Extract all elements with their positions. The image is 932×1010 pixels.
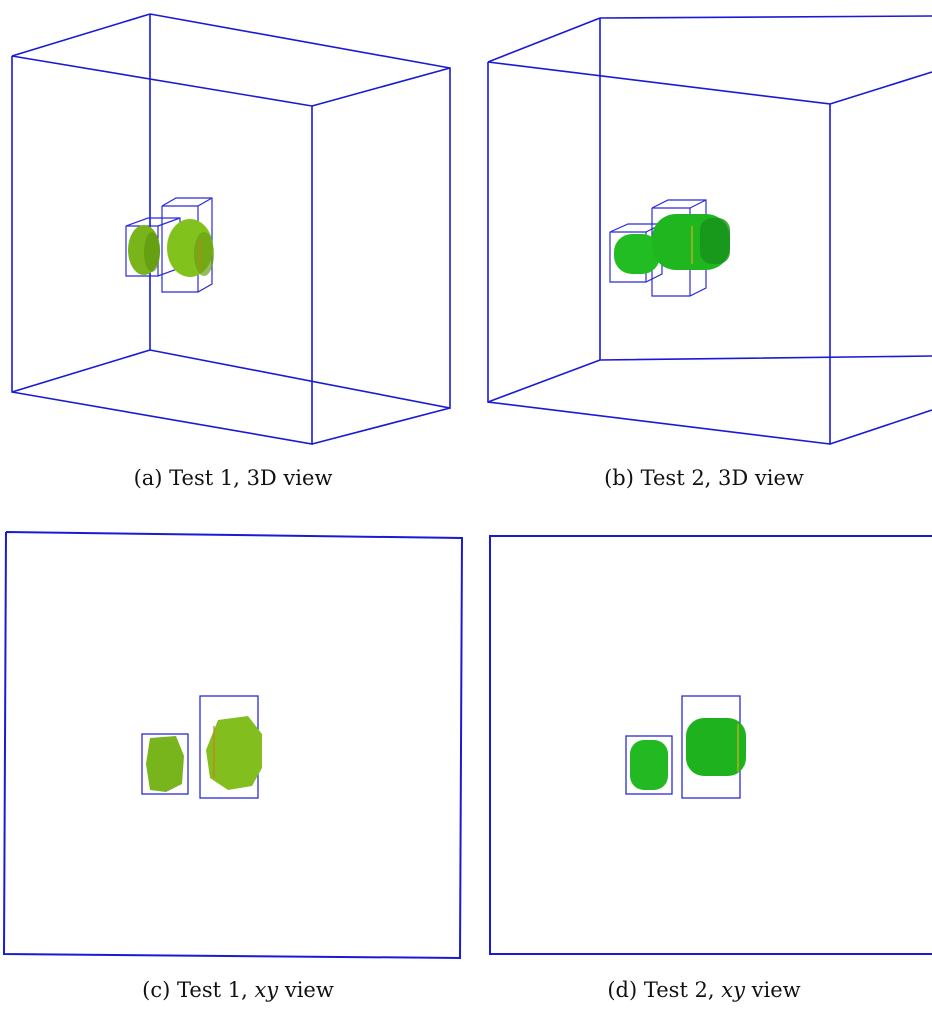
panel-a-render	[11, 13, 451, 445]
panel-d: (d) Test 2, xy view	[476, 520, 932, 1010]
panel-a-outer-box	[11, 13, 451, 445]
panel-c-caption-suffix: view	[278, 978, 334, 1002]
panel-c-caption: (c) Test 1, xy view	[142, 978, 334, 1002]
panel-c-outer-box	[2, 531, 464, 960]
panel-d-label: (d)	[607, 978, 638, 1002]
panel-c-render	[2, 531, 464, 960]
panel-c-caption-prefix: Test 1,	[177, 978, 255, 1002]
panel-a-label: (a)	[133, 466, 163, 490]
panel-a-caption: (a) Test 1, 3D view	[134, 466, 333, 490]
panel-d-render	[489, 535, 932, 955]
panel-d-caption: (d) Test 2, xy view	[607, 978, 800, 1002]
panel-c: (c) Test 1, xy view	[0, 520, 476, 1010]
panel-b-render	[487, 15, 932, 445]
panel-d-outer-box	[489, 535, 932, 955]
panel-d-objects	[630, 718, 746, 790]
panel-a-objects	[128, 219, 214, 277]
panel-c-caption-var: xy	[254, 978, 279, 1002]
panel-d-caption-prefix: Test 2,	[643, 978, 722, 1002]
panel-c-label: (c)	[142, 978, 171, 1002]
panel-b-label: (b)	[604, 466, 634, 490]
panel-b-caption-text: Test 2, 3D view	[640, 466, 804, 490]
panel-b-objects	[614, 214, 730, 274]
panel-a: (a) Test 1, 3D view	[0, 0, 466, 500]
panel-d-caption-suffix: view	[745, 978, 801, 1002]
panel-b-outer-box	[487, 15, 932, 445]
panel-d-caption-var: xy	[721, 978, 745, 1002]
panel-c-objects	[146, 716, 262, 792]
panel-a-caption-text: Test 1, 3D view	[169, 466, 333, 490]
panel-b-caption: (b) Test 2, 3D view	[604, 466, 804, 490]
panel-b: (b) Test 2, 3D view	[476, 0, 932, 500]
